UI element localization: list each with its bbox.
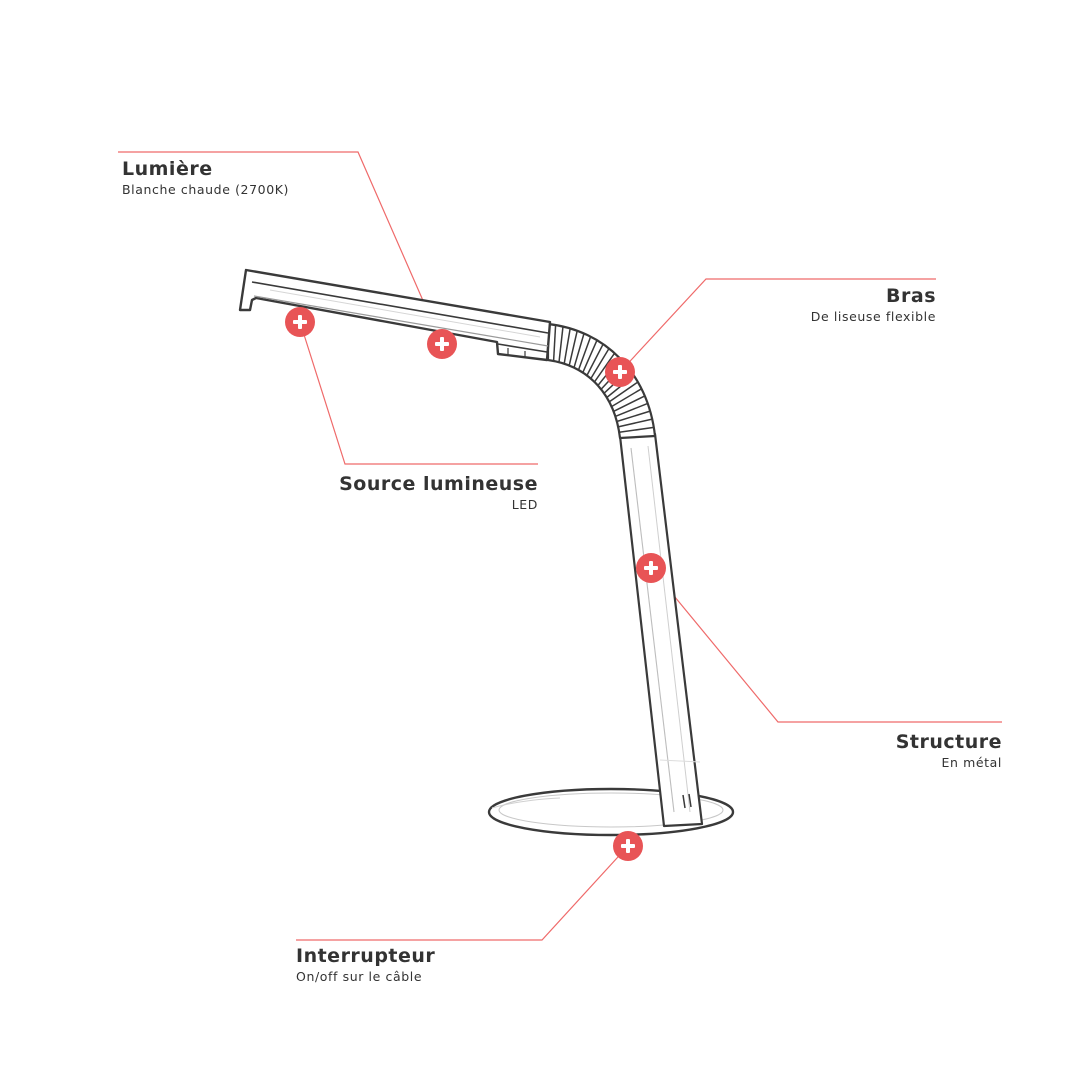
gooseneck-rib	[593, 352, 616, 383]
hotspot-lumiere[interactable]	[427, 329, 457, 359]
callout-interrupteur: Interrupteur On/off sur le câble	[296, 944, 435, 986]
callout-title: Lumière	[122, 158, 213, 180]
callout-subtitle: En métal	[941, 755, 1002, 770]
gooseneck-rib	[617, 418, 653, 428]
hotspot-structure[interactable]	[636, 553, 666, 583]
gooseneck-rib	[586, 343, 604, 376]
callout-title: Bras	[886, 285, 936, 307]
gooseneck-rib	[582, 339, 598, 373]
lamp-gooseneck	[546, 322, 657, 440]
gooseneck-rib	[613, 395, 646, 413]
leader-line-interrupteur	[296, 845, 629, 941]
callout-structure: Structure En métal	[896, 730, 1002, 772]
lamp-pole	[618, 432, 704, 828]
callout-subtitle: Blanche chaude (2700K)	[122, 182, 290, 197]
hotspot-interrupteur[interactable]	[613, 831, 643, 861]
gooseneck-rib	[552, 324, 557, 362]
leader-lines	[118, 151, 1002, 941]
gooseneck-rib	[615, 402, 648, 418]
callout-lumiere: Lumière Blanche chaude (2700K)	[122, 157, 289, 199]
gooseneck-rib	[558, 326, 564, 363]
callout-source-lumineuse: Source lumineuse LED	[339, 472, 538, 514]
callout-title: Interrupteur	[296, 945, 436, 967]
callout-bras: Bras De liseuse flexible	[811, 284, 936, 326]
gooseneck-rib	[590, 348, 610, 379]
gooseneck-rib	[573, 333, 585, 368]
hotspot-source-lumineuse[interactable]	[285, 307, 315, 337]
leader-line-source	[299, 321, 538, 465]
lamp-head	[238, 268, 552, 362]
callout-title: Structure	[895, 731, 1002, 753]
leader-line-structure	[650, 567, 1002, 723]
leader-line-bras	[619, 278, 936, 373]
gooseneck-rib	[577, 336, 592, 371]
callout-subtitle: LED	[511, 497, 538, 512]
gooseneck-rib	[619, 426, 654, 434]
gooseneck-rib	[616, 410, 651, 423]
callout-subtitle: On/off sur le câble	[296, 969, 423, 984]
callout-title: Source lumineuse	[339, 473, 538, 495]
gooseneck-rib	[568, 330, 578, 366]
hotspot-bras[interactable]	[605, 357, 635, 387]
gooseneck-rib	[611, 388, 642, 408]
gooseneck-rib	[608, 381, 639, 403]
gooseneck-rib	[563, 328, 571, 364]
leader-line-lumiere	[118, 151, 443, 345]
callout-subtitle: De liseuse flexible	[810, 309, 936, 324]
